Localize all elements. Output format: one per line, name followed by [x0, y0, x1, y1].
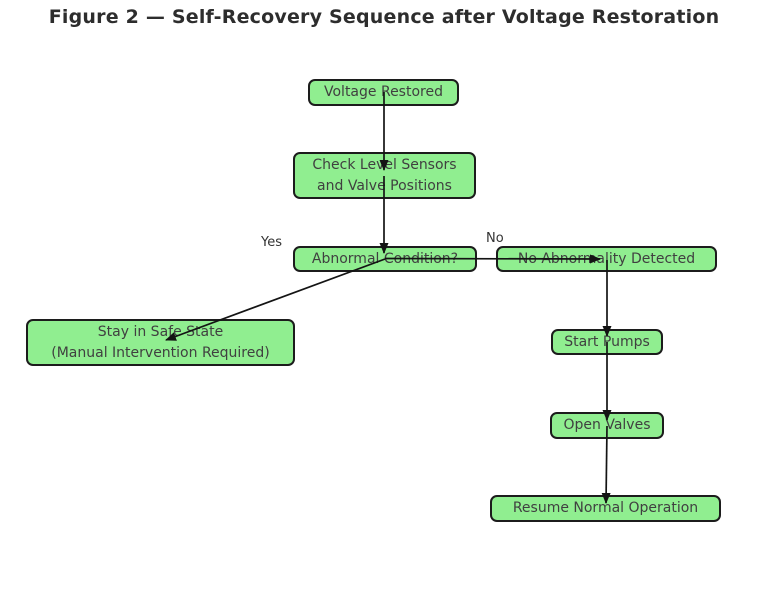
node-start-pumps: Start Pumps: [551, 329, 663, 355]
node-voltage-restored: Voltage Restored: [308, 79, 459, 106]
node-abnormal-condition: Abnormal Condition?: [293, 246, 477, 272]
node-open-valves: Open Valves: [550, 412, 664, 439]
edge-label-no: No: [486, 231, 504, 246]
edge-label-yes: Yes: [261, 235, 282, 250]
figure-title: Figure 2 — Self-Recovery Sequence after …: [48, 6, 720, 28]
node-stay-safe-state: Stay in Safe State (Manual Intervention …: [26, 319, 295, 366]
node-resume-normal: Resume Normal Operation: [490, 495, 721, 522]
node-no-abnormality: No Abnormality Detected: [496, 246, 717, 272]
node-check-sensors: Check Level Sensors and Valve Positions: [293, 152, 476, 199]
